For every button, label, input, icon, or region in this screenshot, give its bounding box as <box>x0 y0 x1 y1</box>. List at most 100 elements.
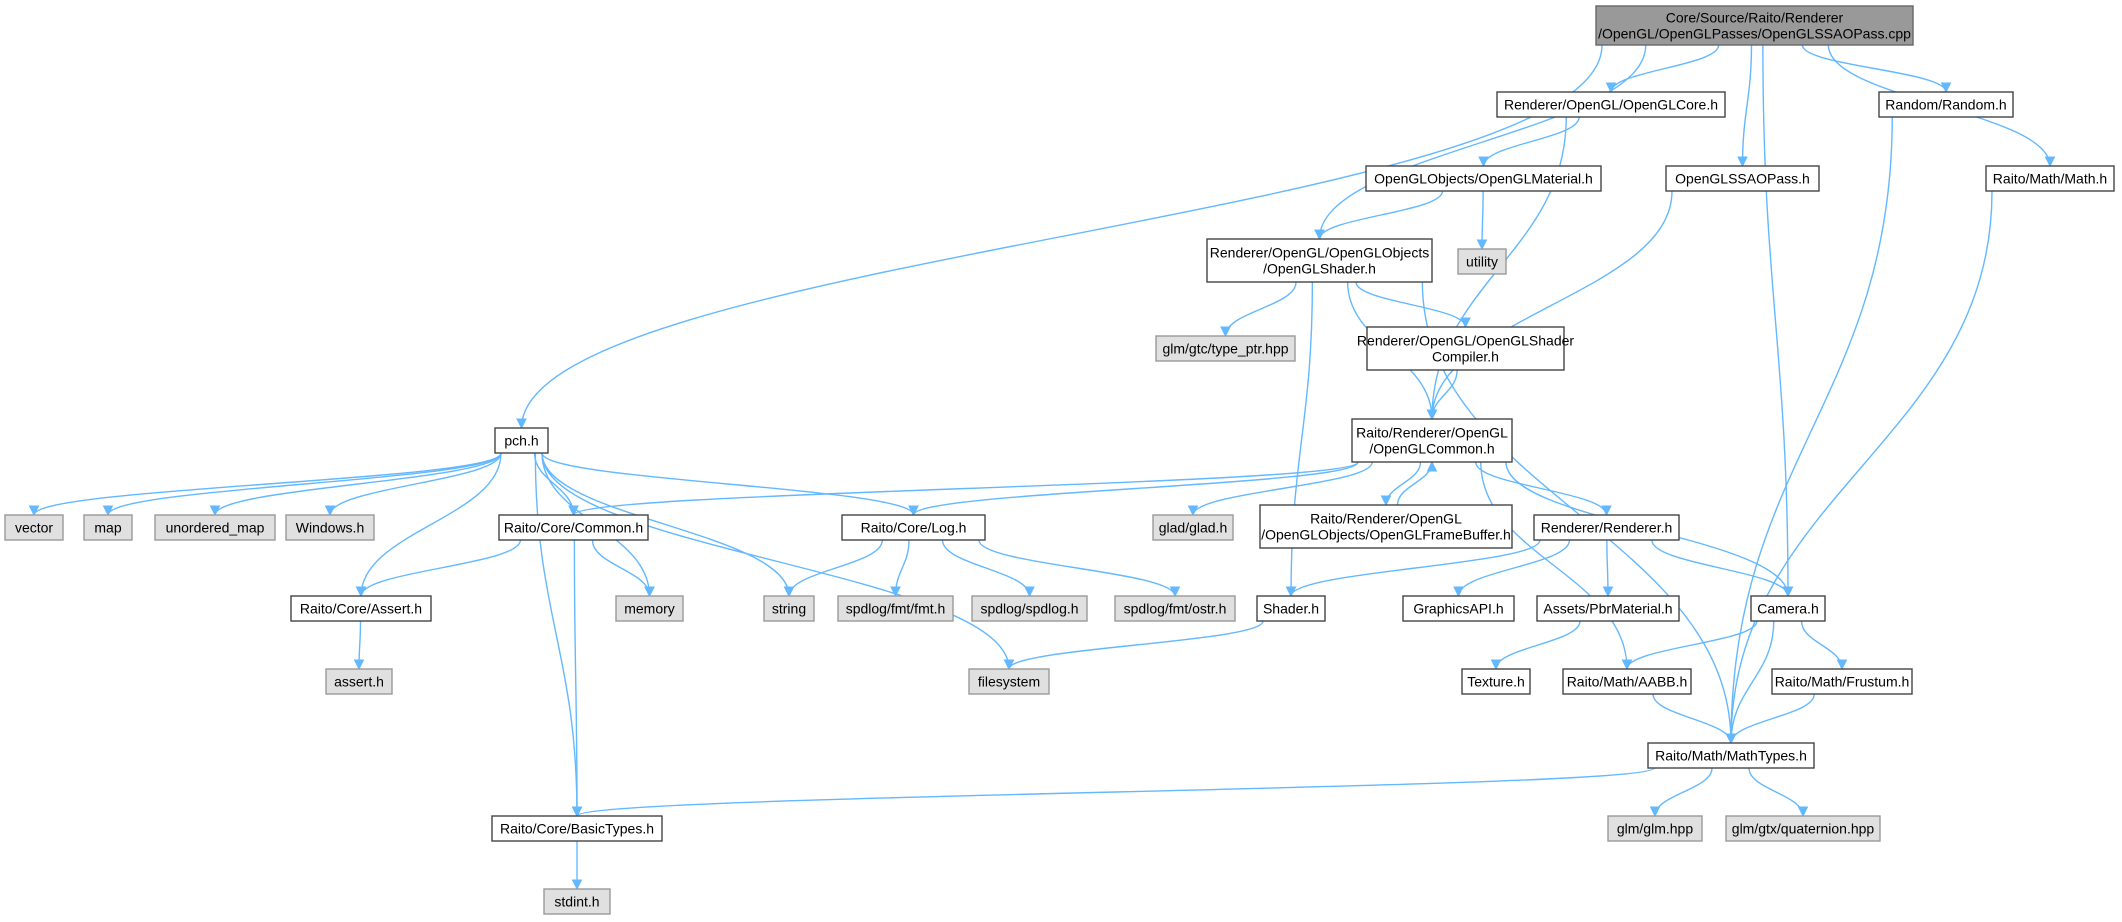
node-label: /OpenGLShader.h <box>1263 261 1376 277</box>
edge-root-to-opengl_core <box>1610 44 1720 93</box>
node-opengl-core[interactable]: Renderer/OpenGL/OpenGLCore.h <box>1496 91 1726 118</box>
edge-pch-to-unordered_map <box>214 452 502 516</box>
edge-arrowhead <box>1314 229 1325 241</box>
edge-pch-to-common <box>533 452 575 516</box>
edge-random-to-math_types <box>1730 116 1893 744</box>
edge-camera-to-aabb <box>1626 620 1758 670</box>
node-frustum[interactable]: Raito/Math/Frustum.h <box>1771 668 1913 695</box>
edge-root-to-camera <box>1762 44 1789 597</box>
node-box <box>1607 815 1703 842</box>
edge-pbr_material-to-texture <box>1495 620 1581 670</box>
node-texture[interactable]: Texture.h <box>1461 668 1531 695</box>
edge-arrowhead <box>1490 659 1502 671</box>
edge-common-to-basic_types <box>573 539 578 817</box>
node-common[interactable]: Raito/Core/Common.h <box>498 514 649 541</box>
node-math-types[interactable]: Raito/Math/MathTypes.h <box>1647 742 1815 769</box>
node-box <box>290 595 432 622</box>
node-graphics-api[interactable]: GraphicsAPI.h <box>1402 595 1515 622</box>
node-box <box>1533 514 1680 541</box>
node-label: spdlog/fmt/ostr.h <box>1124 601 1227 617</box>
node-random[interactable]: Random/Random.h <box>1878 91 2014 118</box>
node-framebuffer[interactable]: Raito/Renderer/OpenGL/OpenGLObjects/Open… <box>1259 504 1513 549</box>
node-label: /OpenGL/OpenGLPasses/OpenGLSSAOPass.cpp <box>1598 26 1911 42</box>
node-label: /OpenGLObjects/OpenGLFrameBuffer.h <box>1261 527 1511 543</box>
node-glad[interactable]: glad/glad.h <box>1152 514 1234 541</box>
node-label: Raito/Core/Common.h <box>504 520 643 536</box>
edge-aabb-to-math_types <box>1652 693 1732 744</box>
node-unordered-map[interactable]: unordered_map <box>154 514 276 541</box>
node-opengl-material[interactable]: OpenGLObjects/OpenGLMaterial.h <box>1365 165 1602 192</box>
node-label: Raito/Core/Assert.h <box>300 601 422 617</box>
edge-arrowhead <box>1649 806 1661 818</box>
node-box <box>615 595 684 622</box>
node-label: Windows.h <box>296 520 364 536</box>
node-opengl-common[interactable]: Raito/Renderer/OpenGL/OpenGLCommon.h <box>1351 418 1513 463</box>
edge-arrowhead <box>1797 806 1809 818</box>
node-basic-types[interactable]: Raito/Core/BasicTypes.h <box>491 815 663 842</box>
edge-math_h-to-math_types <box>1730 190 1993 744</box>
edge-opengl_shader-to-shader <box>1290 281 1314 597</box>
node-windows[interactable]: Windows.h <box>285 514 375 541</box>
node-ostr[interactable]: spdlog/fmt/ostr.h <box>1114 595 1236 622</box>
edge-camera-to-frustum <box>1800 620 1843 670</box>
node-label: Raito/Math/Math.h <box>1993 171 2107 187</box>
node-box <box>491 815 663 842</box>
edge-renderer-to-shader <box>1290 539 1541 597</box>
node-box <box>1366 326 1565 371</box>
edge-arrowhead <box>1426 460 1438 472</box>
node-box <box>1536 595 1680 622</box>
edge-root-to-opengl_shader <box>1318 44 1647 240</box>
node-spdlog[interactable]: spdlog/spdlog.h <box>971 595 1088 622</box>
node-box <box>1365 165 1602 192</box>
node-label: Assets/PbrMaterial.h <box>1543 601 1672 617</box>
node-math-h[interactable]: Raito/Math/Math.h <box>1985 165 2115 192</box>
node-pbr-material[interactable]: Assets/PbrMaterial.h <box>1536 595 1680 622</box>
edge-arrowhead <box>1621 659 1633 671</box>
node-assert-core[interactable]: Raito/Core/Assert.h <box>290 595 432 622</box>
node-opengl-shader[interactable]: Renderer/OpenGL/OpenGLObjects/OpenGLShad… <box>1206 238 1433 283</box>
node-root[interactable]: Core/Source/Raito/Renderer/OpenGL/OpenGL… <box>1595 5 1914 46</box>
node-glm[interactable]: glm/glm.hpp <box>1607 815 1703 842</box>
node-label: /OpenGLCommon.h <box>1369 441 1494 457</box>
node-box <box>841 514 986 541</box>
node-type-ptr[interactable]: glm/gtc/type_ptr.hpp <box>1155 335 1296 362</box>
node-box <box>1114 595 1236 622</box>
node-box <box>154 514 276 541</box>
node-memory[interactable]: memory <box>615 595 684 622</box>
edge-pch-to-basic_types <box>534 452 578 817</box>
node-renderer[interactable]: Renderer/Renderer.h <box>1533 514 1680 541</box>
edge-arrowhead <box>1220 326 1231 338</box>
node-label: OpenGLObjects/OpenGLMaterial.h <box>1374 171 1593 187</box>
node-box <box>494 427 549 454</box>
node-vector[interactable]: vector <box>4 514 64 541</box>
node-fmt[interactable]: spdlog/fmt/fmt.h <box>837 595 954 622</box>
node-assert-h[interactable]: assert.h <box>325 668 393 695</box>
node-box <box>1461 668 1531 695</box>
edge-root-to-random <box>1801 44 1947 93</box>
edge-arrowhead <box>1169 586 1181 598</box>
node-string[interactable]: string <box>763 595 815 622</box>
node-stdint[interactable]: stdint.h <box>543 888 611 915</box>
node-shader[interactable]: Shader.h <box>1256 595 1326 622</box>
node-label: assert.h <box>334 674 384 690</box>
node-label: Raito/Math/MathTypes.h <box>1655 748 1807 764</box>
edge-arrowhead <box>1003 659 1015 671</box>
node-filesystem[interactable]: filesystem <box>968 668 1050 695</box>
node-camera[interactable]: Camera.h <box>1750 595 1826 622</box>
edge-arrowhead <box>1024 586 1035 598</box>
edge-opengl_shader-to-type_ptr <box>1224 281 1297 337</box>
node-log[interactable]: Raito/Core/Log.h <box>841 514 986 541</box>
node-label: OpenGLSSAOPass.h <box>1675 171 1810 187</box>
node-box <box>1750 595 1826 622</box>
edge-arrowhead <box>1836 659 1848 671</box>
node-utility[interactable]: utility <box>1457 248 1507 275</box>
node-ssao-pass-h[interactable]: OpenGLSSAOPass.h <box>1665 165 1820 192</box>
edge-camera-to-math_types <box>1730 620 1775 744</box>
node-pch[interactable]: pch.h <box>494 427 549 454</box>
node-aabb[interactable]: Raito/Math/AABB.h <box>1562 668 1692 695</box>
node-quaternion[interactable]: glm/gtx/quaternion.hpp <box>1725 815 1881 842</box>
edge-arrowhead <box>1605 82 1617 94</box>
node-label: Renderer/OpenGL/OpenGLShader <box>1357 333 1574 349</box>
node-map[interactable]: map <box>83 514 133 541</box>
